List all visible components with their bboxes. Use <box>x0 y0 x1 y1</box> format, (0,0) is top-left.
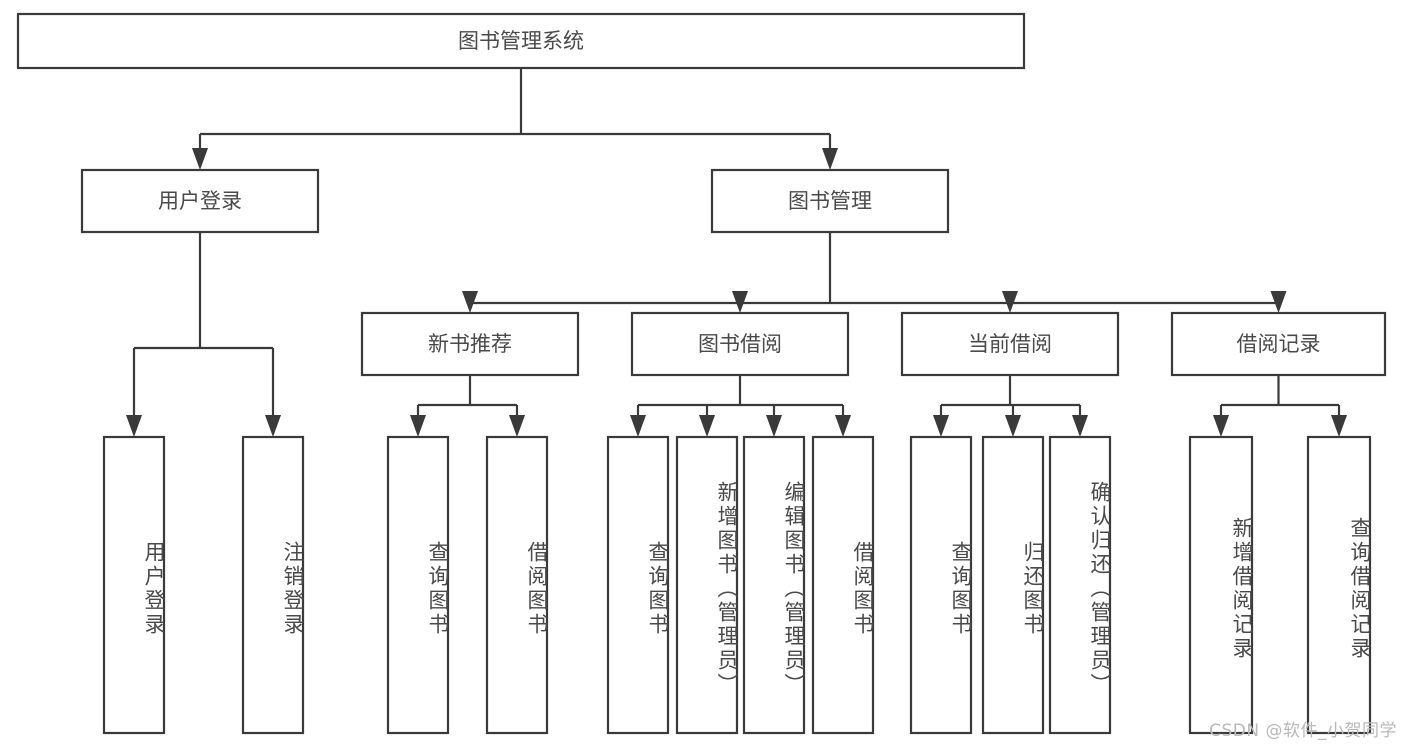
node-box-level3-1[interactable] <box>630 311 850 377</box>
node-label-level3-1: 图书借阅 <box>698 332 782 356</box>
node-label-level3-2: 当前借阅 <box>968 332 1052 356</box>
leaf-box-11[interactable] <box>1188 435 1254 735</box>
leaf-box-2[interactable] <box>386 435 450 735</box>
arrow-to-leaf-10 <box>1072 415 1088 437</box>
arrow-to-leaf-1 <box>265 415 281 437</box>
node-label-level3-0: 新书推荐 <box>428 332 512 356</box>
arrow-to-leaf-9 <box>1005 415 1021 437</box>
node-box-level3-3[interactable] <box>1170 311 1387 377</box>
arrow-to-leaf-4 <box>630 415 646 437</box>
node-label-level2-0: 用户登录 <box>158 189 242 213</box>
node-box-level2-1[interactable] <box>710 168 950 234</box>
arrow-to-level3-0 <box>462 291 478 313</box>
arrow-to-leaf-8 <box>933 415 949 437</box>
leaf-box-8[interactable] <box>909 435 973 735</box>
leaf-box-12[interactable] <box>1306 435 1372 735</box>
node-box-level3-0[interactable] <box>360 311 580 377</box>
arrow-to-level2-0 <box>192 148 208 170</box>
leaf-box-3[interactable] <box>485 435 549 735</box>
arrow-to-level3-3 <box>1270 291 1287 313</box>
node-box-level2-0[interactable] <box>80 168 320 234</box>
leaf-box-5[interactable] <box>675 435 739 735</box>
arrow-to-level2-1 <box>822 148 838 170</box>
leaf-box-4[interactable] <box>606 435 670 735</box>
node-box-level3-2[interactable] <box>900 311 1120 377</box>
leaf-box-0[interactable] <box>102 435 166 735</box>
arrow-to-leaf-0 <box>126 415 142 437</box>
node-label-root: 图书管理系统 <box>458 29 584 53</box>
arrow-to-leaf-3 <box>509 415 525 437</box>
arrow-to-leaf-6 <box>766 415 782 437</box>
arrow-to-level3-2 <box>1002 291 1018 313</box>
node-boxes-layer <box>16 12 1387 735</box>
leaf-box-1[interactable] <box>241 435 305 735</box>
arrow-to-leaf-12 <box>1331 415 1347 437</box>
connectors-layer <box>126 68 1347 437</box>
arrow-to-leaf-7 <box>835 415 851 437</box>
leaf-box-9[interactable] <box>981 435 1045 735</box>
leaf-box-7[interactable] <box>811 435 875 735</box>
arrow-to-leaf-2 <box>410 415 426 437</box>
node-label-level3-3: 借阅记录 <box>1237 332 1321 356</box>
leaf-box-10[interactable] <box>1048 435 1112 735</box>
watermark-text: CSDN @软件_小贺同学 <box>1209 721 1397 741</box>
arrow-to-leaf-11 <box>1213 415 1229 437</box>
arrow-to-leaf-5 <box>699 415 715 437</box>
arrow-to-level3-1 <box>732 291 748 313</box>
leaf-box-6[interactable] <box>742 435 806 735</box>
node-box-root[interactable] <box>16 12 1026 70</box>
node-label-level2-1: 图书管理 <box>788 189 872 213</box>
